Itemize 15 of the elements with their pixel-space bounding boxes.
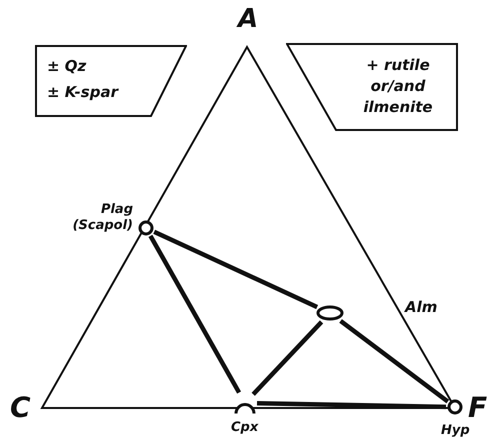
tie-line <box>153 230 318 310</box>
note-text: + rutile or/and ilmenite <box>362 55 434 118</box>
vertex-label: F <box>468 394 488 422</box>
mineral-label: Cpx <box>231 421 258 434</box>
mineral-label: Plag (Scapol) <box>72 202 133 234</box>
mineral-label: Alm <box>405 300 438 315</box>
mineral-label: Hyp <box>441 424 470 437</box>
tie-line <box>252 320 324 396</box>
tie-line <box>256 400 446 410</box>
tie-line <box>148 234 242 394</box>
note-text: ± Qz <box>47 59 86 74</box>
vertex-label: A <box>238 6 258 32</box>
note-text: ± K-spar <box>47 85 118 100</box>
tie-line <box>339 319 450 404</box>
vertex-label: C <box>10 394 31 422</box>
